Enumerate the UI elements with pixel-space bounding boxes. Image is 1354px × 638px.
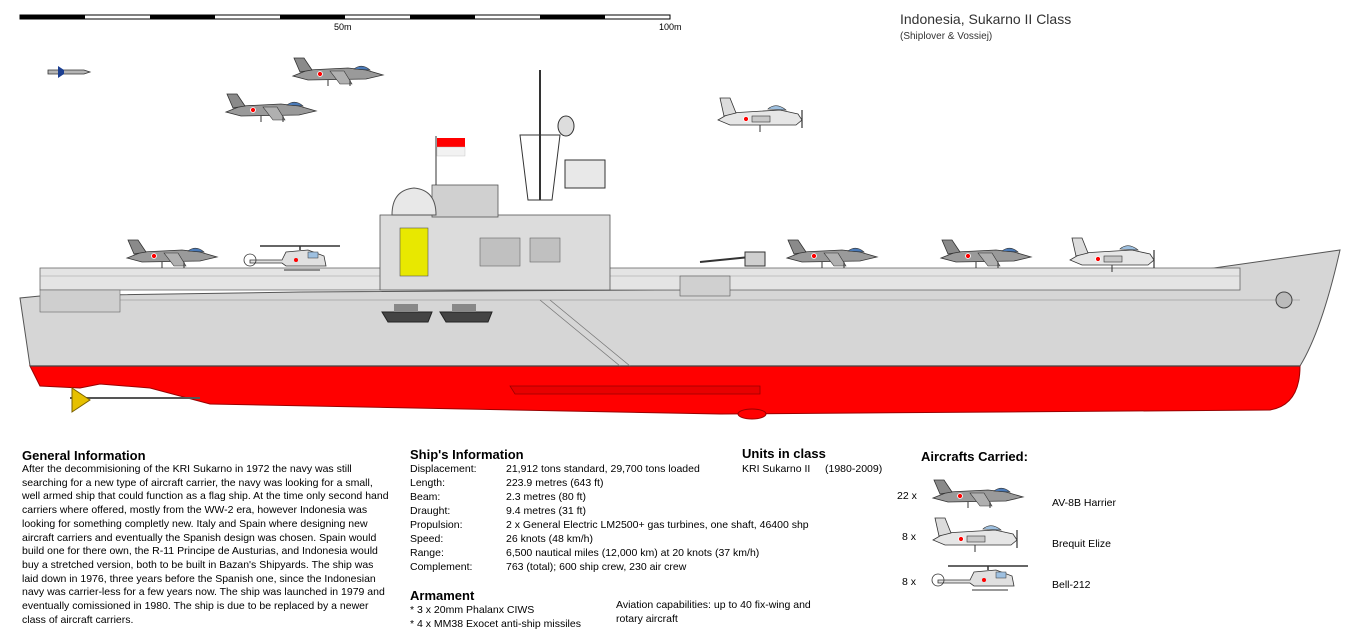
unit-years: (1980-2009) bbox=[825, 463, 883, 475]
aircraft-count: 8 x bbox=[902, 576, 917, 588]
indonesian-flag bbox=[435, 136, 466, 185]
general-info-heading: General Information bbox=[22, 448, 146, 463]
crane-icon bbox=[699, 251, 766, 267]
alize-deck-icon bbox=[1069, 237, 1155, 273]
armament-heading: Armament bbox=[410, 588, 475, 603]
page-title: Indonesia, Sukarno II Class bbox=[900, 11, 1072, 27]
harrier-deck-icon bbox=[786, 239, 878, 269]
alize-legend-icon bbox=[932, 517, 1018, 553]
aircraft-name: Bell-212 bbox=[1052, 579, 1091, 591]
harrier-deck-icon bbox=[126, 239, 218, 269]
ship-info-heading: Ship's Information bbox=[410, 447, 524, 462]
harrier-flying-icon bbox=[292, 57, 384, 87]
island-superstructure bbox=[379, 70, 611, 291]
general-info-text: After the decommisioning of the KRI Suka… bbox=[22, 463, 389, 626]
armament-item: * 3 x 20mm Phalanx CIWS bbox=[410, 604, 535, 616]
scale-label-100m: 100m bbox=[659, 22, 682, 32]
credit-line: (Shiplover & Vossiej) bbox=[900, 31, 993, 42]
unit-name: KRI Sukarno II bbox=[742, 463, 811, 475]
aircraft-heading: Aircrafts Carried: bbox=[921, 449, 1028, 464]
boats bbox=[381, 304, 493, 323]
helicopter-legend-icon bbox=[931, 565, 1029, 591]
harrier-flying-icon bbox=[225, 93, 317, 123]
scale-label-50m: 50m bbox=[334, 22, 352, 32]
aircraft-count: 8 x bbox=[902, 531, 917, 543]
armament-item: * 4 x MM38 Exocet anti-ship missiles bbox=[410, 618, 581, 630]
exocet-missile-icon bbox=[47, 66, 92, 78]
scale-bar bbox=[19, 14, 671, 20]
units-heading: Units in class bbox=[742, 446, 826, 461]
harrier-deck-icon bbox=[940, 239, 1032, 269]
flight-deck bbox=[39, 267, 1241, 313]
alize-flying-icon bbox=[717, 97, 803, 133]
helicopter-deck-icon bbox=[243, 245, 341, 271]
aviation-capabilities-line: Aviation capabilities: up to 40 fix-wing… bbox=[616, 599, 811, 611]
aircraft-name: Brequit Elize bbox=[1052, 538, 1111, 550]
aviation-capabilities-line: rotary aircraft bbox=[616, 613, 678, 625]
ship-hull bbox=[19, 249, 1341, 420]
aircraft-name: AV-8B Harrier bbox=[1052, 497, 1116, 509]
harrier-legend-icon bbox=[932, 479, 1024, 509]
aircraft-count: 22 x bbox=[897, 490, 917, 502]
